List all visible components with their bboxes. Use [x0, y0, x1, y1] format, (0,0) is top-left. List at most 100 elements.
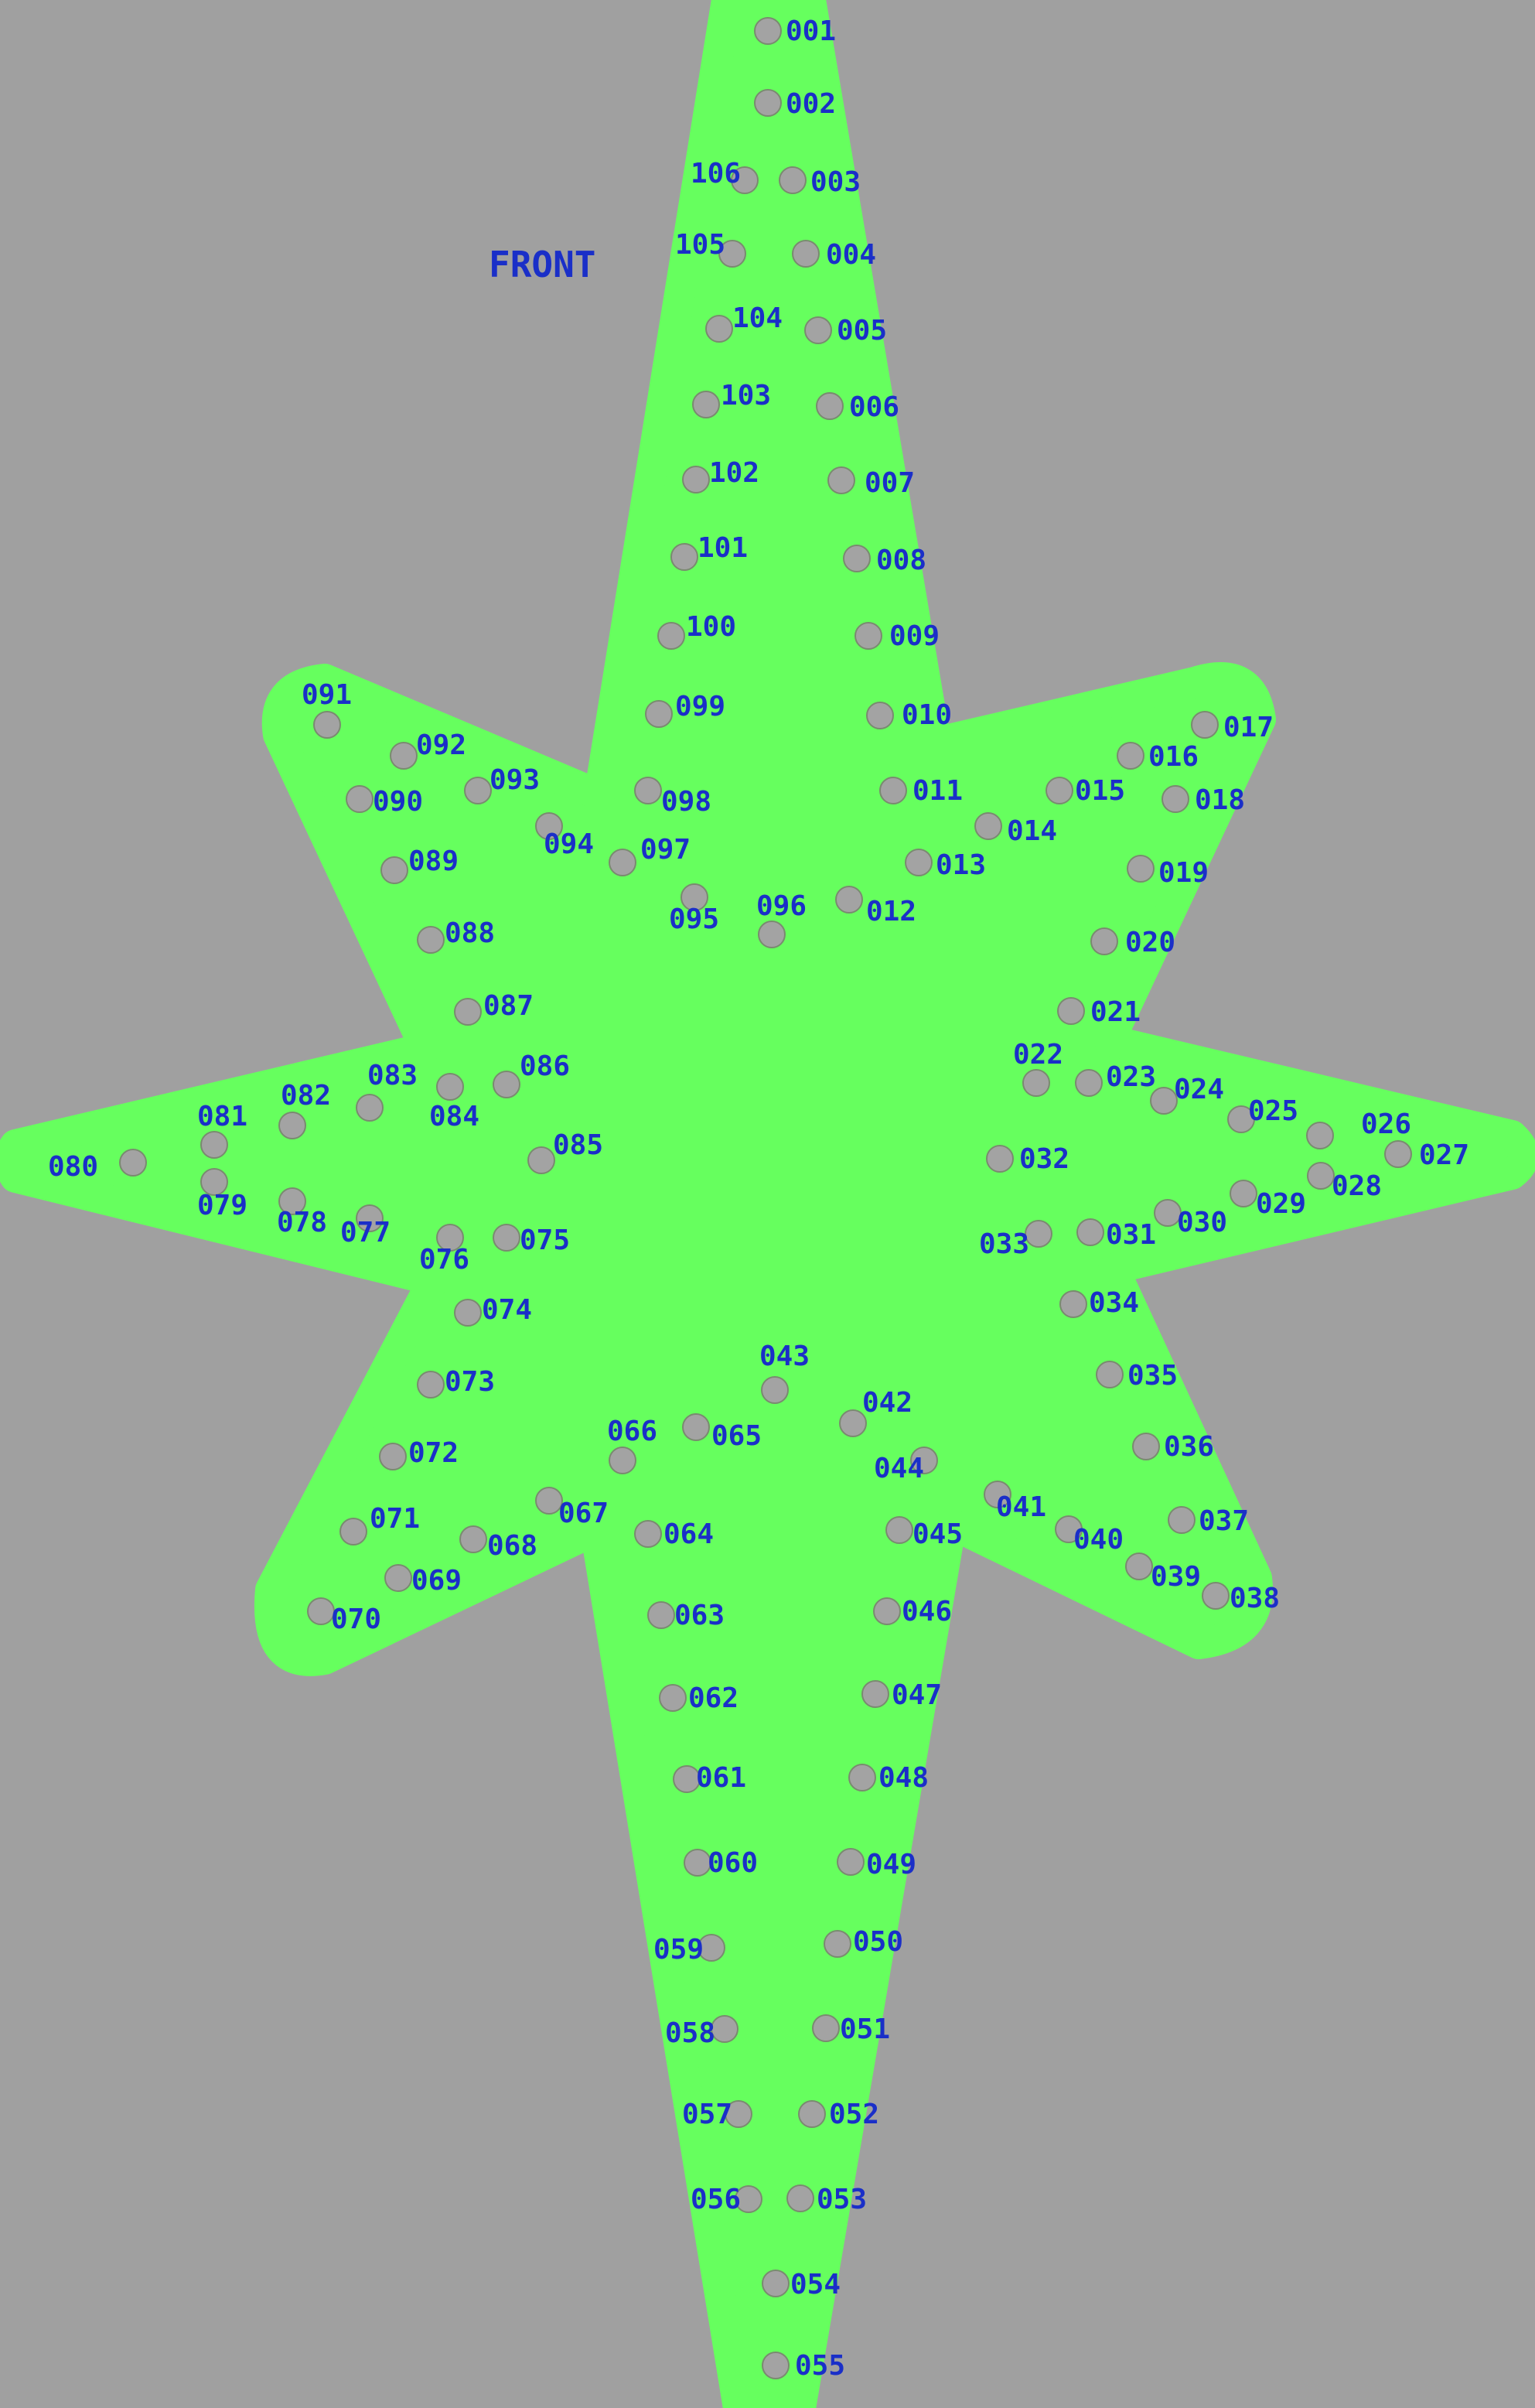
hole-034: 034 — [1059, 1287, 1139, 1319]
hole-marker — [307, 1597, 335, 1625]
hole-024: 024 — [1150, 1074, 1224, 1115]
hole-label: 032 — [1019, 1143, 1069, 1175]
hole-label: 053 — [817, 2184, 867, 2215]
hole-040: 040 — [1055, 1515, 1124, 1556]
hole-022: 022 — [1013, 1039, 1063, 1097]
hole-marker — [1306, 1122, 1334, 1149]
hole-marker — [682, 466, 710, 494]
hole-038: 038 — [1202, 1582, 1280, 1614]
hole-marker — [493, 1224, 520, 1252]
hole-marker — [609, 1447, 636, 1474]
hole-label: 073 — [445, 1366, 495, 1398]
hole-marker — [1076, 1218, 1104, 1246]
hole-004: 004 — [792, 239, 876, 271]
hole-label: 101 — [698, 532, 748, 564]
hole-label: 010 — [902, 699, 952, 731]
hole-099: 099 — [645, 691, 725, 728]
hole-label: 021 — [1090, 996, 1141, 1028]
hole-label: 104 — [732, 302, 783, 334]
hole-label: 090 — [373, 786, 423, 818]
hole-056: 056 — [691, 2184, 762, 2215]
hole-label: 070 — [331, 1604, 381, 1635]
hole-marker — [1307, 1162, 1335, 1190]
hole-label: 080 — [48, 1151, 98, 1183]
hole-097: 097 — [609, 834, 691, 876]
hole-036: 036 — [1132, 1431, 1214, 1463]
hole-label: 094 — [544, 828, 594, 860]
hole-label: 088 — [445, 917, 495, 949]
hole-marker — [1125, 1552, 1153, 1580]
hole-marker — [705, 315, 733, 343]
hole-label: 038 — [1230, 1583, 1280, 1614]
hole-marker — [673, 1765, 701, 1793]
hole-marker — [873, 1597, 901, 1625]
hole-014: 014 — [974, 812, 1057, 847]
hole-marker — [792, 240, 820, 268]
hole-label: 065 — [711, 1420, 762, 1452]
hole-006: 006 — [816, 391, 899, 423]
hole-071: 071 — [339, 1503, 420, 1546]
hole-label: 003 — [810, 166, 861, 198]
hole-marker — [1059, 1290, 1087, 1318]
hole-077: 077 — [340, 1204, 391, 1248]
hole-marker — [861, 1680, 889, 1708]
hole-label: 047 — [892, 1679, 942, 1711]
hole-067: 067 — [535, 1487, 609, 1529]
hole-093: 093 — [464, 764, 540, 804]
hole-043: 043 — [759, 1341, 810, 1404]
hole-label: 044 — [874, 1453, 924, 1484]
hole-marker — [609, 849, 636, 876]
hole-103: 103 — [692, 380, 771, 418]
hole-marker — [1022, 1069, 1050, 1097]
hole-marker — [436, 1073, 464, 1101]
hole-marker — [1227, 1105, 1255, 1133]
hole-marker — [436, 1224, 464, 1252]
hole-marker — [905, 849, 933, 876]
hole-031: 031 — [1076, 1218, 1156, 1251]
hole-label: 050 — [853, 1926, 903, 1958]
hole-marker — [1230, 1180, 1257, 1207]
hole-081: 081 — [197, 1101, 247, 1159]
hole-100: 100 — [657, 611, 736, 650]
hole-marker — [379, 1443, 407, 1470]
hole-marker — [1055, 1515, 1083, 1543]
hole-023: 023 — [1075, 1061, 1156, 1097]
hole-label: 092 — [416, 729, 466, 761]
hole-label: 043 — [759, 1341, 810, 1372]
hole-label: 019 — [1158, 857, 1209, 889]
hole-label: 083 — [367, 1060, 418, 1091]
hole-label: 059 — [653, 1934, 704, 1966]
front-label: FRONT — [489, 244, 595, 285]
hole-marker — [731, 166, 759, 194]
hole-label: 045 — [912, 1518, 963, 1550]
hole-015: 015 — [1046, 775, 1125, 807]
hole-marker — [754, 17, 782, 45]
hole-083: 083 — [356, 1060, 418, 1122]
hole-label: 023 — [1106, 1061, 1156, 1093]
hole-marker — [1202, 1582, 1230, 1610]
hole-label: 098 — [661, 786, 711, 818]
hole-label: 057 — [682, 2099, 732, 2130]
hole-marker — [454, 1299, 482, 1327]
hole-047: 047 — [861, 1679, 942, 1711]
hole-label: 051 — [840, 2013, 890, 2045]
hole-070: 070 — [307, 1597, 381, 1635]
hole-086: 086 — [493, 1050, 570, 1098]
hole-marker — [459, 1525, 487, 1553]
hole-018: 018 — [1161, 784, 1245, 816]
hole-label: 011 — [912, 775, 963, 807]
hole-marker — [1025, 1220, 1052, 1248]
hole-label: 029 — [1256, 1188, 1306, 1220]
hole-marker — [735, 2185, 762, 2213]
hole-marker — [812, 2014, 840, 2042]
hole-label: 082 — [281, 1080, 331, 1112]
hole-label: 100 — [686, 611, 736, 643]
hole-059: 059 — [653, 1934, 725, 1966]
hole-062: 062 — [659, 1682, 739, 1714]
hole-016: 016 — [1117, 741, 1199, 773]
hole-label: 046 — [902, 1596, 952, 1628]
hole-label: 062 — [688, 1682, 739, 1714]
hole-060: 060 — [684, 1847, 758, 1879]
